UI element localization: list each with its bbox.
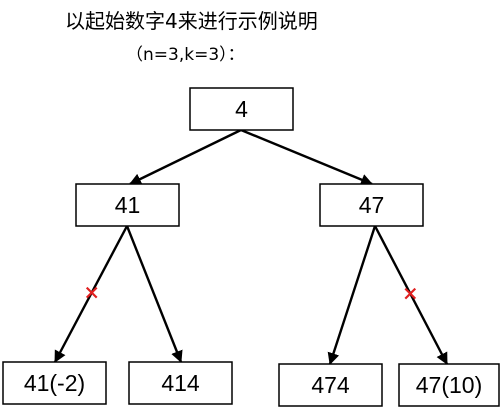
edge-arrow-n41-n414 (125, 225, 183, 363)
edge-arrow-n47-n474 (327, 225, 377, 365)
node-label: 474 (311, 372, 350, 398)
tree-node-n47: 47 (319, 183, 424, 227)
tree-node-n41m2: 41(-2) (2, 361, 107, 405)
node-box (189, 87, 294, 131)
tree-node-n41: 41 (75, 183, 180, 227)
node-box (398, 363, 500, 407)
node-label: 4 (235, 96, 248, 122)
node-label: 47(10) (416, 372, 482, 398)
edge-arrow-root-n47 (240, 128, 373, 186)
node-box (2, 361, 107, 405)
edges-layer (53, 128, 449, 365)
tree-node-root: 4 (189, 87, 294, 131)
node-label: 41 (115, 192, 141, 218)
tree-node-n474: 474 (278, 363, 383, 407)
node-label: 47 (359, 192, 385, 218)
node-box (75, 183, 180, 227)
node-label: 41(-2) (24, 370, 85, 396)
pruned-cross-icon (85, 286, 98, 299)
node-box (319, 183, 424, 227)
node-label: 414 (161, 370, 200, 396)
tree-node-n4710: 47(10) (398, 363, 500, 407)
node-box (128, 361, 233, 405)
nodes-layer: 4 41 47 41(-2) 414 474 47(10) (2, 87, 500, 407)
diagram-subheading: （n=3,k=3）： (126, 45, 245, 65)
diagram-heading: 以起始数字4来进行示例说明 (65, 9, 318, 33)
node-box (278, 363, 383, 407)
edge-arrow-root-n41 (129, 128, 242, 186)
tree-node-n414: 414 (128, 361, 233, 405)
pruned-cross-icon (404, 287, 417, 300)
